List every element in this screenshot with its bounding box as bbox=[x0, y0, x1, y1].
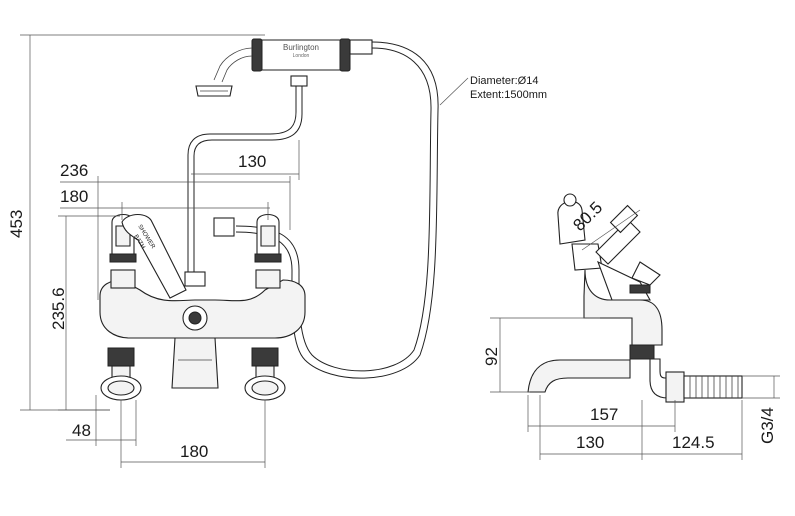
side-body bbox=[583, 260, 663, 346]
hose-note: Diameter:Ø14 Extent:1500mm bbox=[439, 75, 547, 106]
shower-handset: Burlington London bbox=[195, 38, 373, 97]
left-leg bbox=[100, 347, 142, 401]
handset-riser bbox=[187, 75, 308, 272]
hose-extent: Extent:1500mm bbox=[470, 89, 547, 101]
bath-spout bbox=[171, 337, 219, 389]
dim-label-total-height: 453 bbox=[7, 210, 26, 238]
dim-label-handset-offset: 130 bbox=[238, 152, 266, 171]
side-view: 80.5 92 157 130 124.5 bbox=[482, 193, 780, 460]
front-view: Burlington London bbox=[7, 34, 547, 468]
dim-label-inlet-to-spout: 130 bbox=[576, 433, 604, 452]
dim-inlet-to-spout: 130 bbox=[539, 395, 643, 460]
shower-hose bbox=[235, 41, 439, 379]
handset-city: London bbox=[293, 53, 310, 59]
dim-label-spout-height: 92 bbox=[482, 347, 501, 366]
dim-label-thread: G3/4 bbox=[758, 407, 777, 444]
dim-label-spout-reach: 157 bbox=[590, 405, 618, 424]
right-leg bbox=[244, 347, 286, 401]
dim-thread: G3/4 bbox=[742, 375, 780, 444]
dim-label-inlet-length: 124.5 bbox=[672, 433, 715, 452]
dim-body-height: 235.6 bbox=[49, 215, 120, 411]
dim-leg-width: 48 bbox=[66, 395, 137, 446]
handset-brand: Burlington bbox=[283, 43, 319, 52]
mixer-body bbox=[99, 279, 306, 339]
dim-spout-reach: 157 bbox=[527, 395, 676, 432]
dim-label-inlet-centres: 180 bbox=[180, 442, 208, 461]
right-valve bbox=[254, 213, 282, 289]
dim-handset-offset: 130 bbox=[191, 140, 300, 180]
side-diverter-lever bbox=[581, 204, 641, 265]
dim-total-height: 453 bbox=[7, 34, 265, 411]
dim-inlet-length: 124.5 bbox=[642, 400, 743, 460]
dim-label-leg-width: 48 bbox=[72, 421, 91, 440]
side-leg bbox=[629, 344, 743, 403]
dim-lever-span: 180 bbox=[60, 187, 270, 220]
dim-label-lever-span: 180 bbox=[60, 187, 88, 206]
hose-diameter: Diameter:Ø14 bbox=[470, 75, 538, 87]
dim-label-body-height: 235.6 bbox=[49, 287, 68, 330]
dim-spout-height: 92 bbox=[482, 317, 600, 393]
dim-label-overall-width: 236 bbox=[60, 161, 88, 180]
diverter-connector bbox=[213, 217, 235, 237]
dim-overall-width: 236 bbox=[60, 161, 291, 300]
diverter-lever: SHOWER BATH bbox=[121, 213, 206, 299]
dim-inlet-centres: 180 bbox=[120, 400, 266, 468]
side-spout bbox=[527, 359, 631, 393]
